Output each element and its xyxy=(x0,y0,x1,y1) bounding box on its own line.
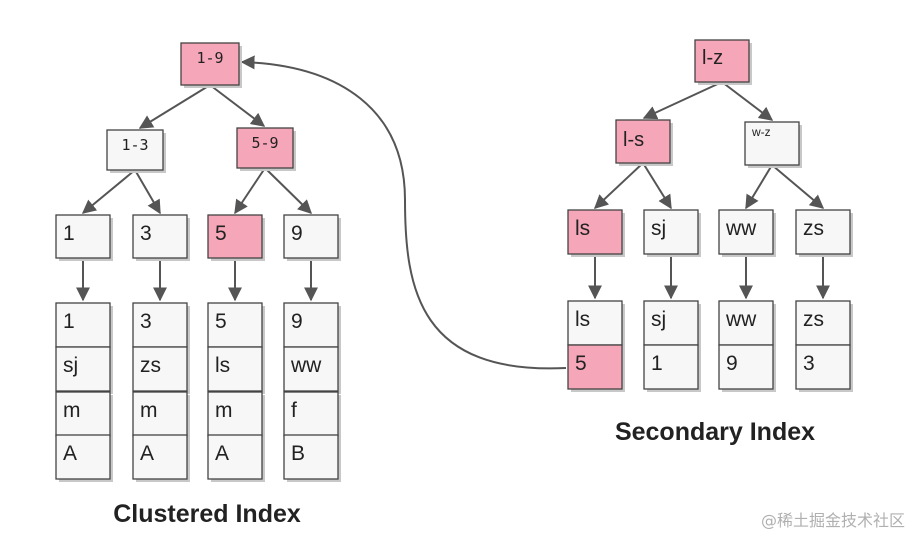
secondary-leaf-0: ls xyxy=(567,209,625,257)
secondary-record-2-cell-0: ww xyxy=(718,300,776,348)
secondary-record-2-cell-1-label: 9 xyxy=(726,352,738,375)
clustered-record-0-cell-1: sj xyxy=(55,346,113,394)
clustered-leaf-3-label: 9 xyxy=(291,222,303,245)
edge-s-mid-leaf-0 xyxy=(593,162,644,209)
secondary-record-1-cell-0: sj xyxy=(643,300,701,348)
clustered-leaf-0: 1 xyxy=(55,214,113,261)
clustered-record-1-cell-0: 3 xyxy=(132,302,190,350)
clustered-record-1-cell-3-label: A xyxy=(140,442,154,465)
secondary-mid-left-node: l-s xyxy=(615,119,673,166)
secondary-leaf-1: sj xyxy=(643,209,701,257)
edge-c-root-right xyxy=(209,84,266,127)
secondary-record-2-cell-0-label: ww xyxy=(725,308,757,331)
clustered-record-0-cell-0-label: 1 xyxy=(63,310,75,333)
clustered-record-1-cell-1: zs xyxy=(132,346,190,394)
lookup-arrow xyxy=(240,55,567,370)
secondary-mid-right-node: w-z xyxy=(744,121,802,168)
clustered-record-3-cell-1: ww xyxy=(283,346,341,394)
edges xyxy=(76,55,830,370)
clustered-record-1-cell-3: A xyxy=(132,434,190,482)
clustered-record-3-cell-1-label: ww xyxy=(290,354,322,377)
secondary-leaf-1-label: sj xyxy=(651,217,666,240)
edge-c-mid-leaf-2 xyxy=(234,167,266,215)
secondary-record-3-cell-1: 3 xyxy=(795,344,853,392)
secondary-leaf-2: ww xyxy=(718,209,776,257)
clustered-record-2-cell-2: m xyxy=(207,391,265,439)
secondary-record-1-cell-1-label: 1 xyxy=(651,352,663,375)
clustered-leaf-0-label: 1 xyxy=(63,222,75,245)
clustered-record-0-cell-3-label: A xyxy=(63,442,77,465)
secondary-leaf-3: zs xyxy=(795,209,853,257)
clustered-record-1-cell-2: m xyxy=(132,391,190,439)
secondary-record-3-cell-1-label: 3 xyxy=(803,352,815,375)
secondary-record-0-cell-1-label: 5 xyxy=(575,352,587,375)
edge-s-mid-leaf-2 xyxy=(745,164,773,210)
secondary-record-2-cell-1: 9 xyxy=(718,344,776,392)
clustered-record-0-cell-0: 1 xyxy=(55,302,113,350)
secondary-leaf-3-label: zs xyxy=(803,217,824,240)
secondary-leaf-2-label: ww xyxy=(725,217,757,240)
clustered-record-3-cell-3: B xyxy=(283,434,341,482)
clustered-record-2-cell-1-label: ls xyxy=(215,354,230,377)
clustered-record-2-cell-1: ls xyxy=(207,346,265,394)
clustered-record-1-cell-1-label: zs xyxy=(140,354,161,377)
secondary-record-0-cell-1: 5 xyxy=(567,344,625,392)
clustered-record-3-cell-3-label: B xyxy=(291,442,305,465)
clustered-record-2-cell-0-label: 5 xyxy=(215,310,227,333)
clustered-record-1-cell-2-label: m xyxy=(140,399,158,422)
secondary-root-node: l-z xyxy=(694,39,752,85)
clustered-record-3-cell-2: f xyxy=(283,391,341,439)
clustered-leaf-3: 9 xyxy=(283,214,341,261)
edge-s-mid-leaf-1 xyxy=(642,162,672,210)
clustered-leaf-1: 3 xyxy=(132,214,190,261)
clustered-record-2-cell-0: 5 xyxy=(207,302,265,350)
secondary-root-node-label: l-z xyxy=(702,47,723,69)
edge-c-mid-leaf-0 xyxy=(81,169,136,214)
secondary-record-1-cell-1: 1 xyxy=(643,344,701,392)
secondary-record-0-cell-0: ls xyxy=(567,300,625,348)
clustered-record-2-cell-3-label: A xyxy=(215,442,229,465)
clustered-root-node-label: 1-9 xyxy=(196,49,223,67)
clustered-record-0-cell-3: A xyxy=(55,434,113,482)
clustered-record-3-cell-0-label: 9 xyxy=(291,310,303,333)
edge-s-root-left xyxy=(642,81,723,120)
edge-c-mid-leaf-3 xyxy=(264,167,313,214)
edge-c-root-left xyxy=(138,84,211,129)
edge-s-mid-leaf-3 xyxy=(771,164,825,209)
clustered-record-3-cell-2-label: f xyxy=(291,399,297,422)
clustered-mid-right-node-label: 5-9 xyxy=(251,134,278,152)
clustered-leaf-2: 5 xyxy=(207,214,265,261)
clustered-record-0-cell-2-label: m xyxy=(63,399,81,422)
clustered-index-caption: Clustered Index xyxy=(113,500,301,528)
clustered-record-2-cell-3: A xyxy=(207,434,265,482)
secondary-record-3-cell-0: zs xyxy=(795,300,853,348)
secondary-record-3-cell-0-label: zs xyxy=(803,308,824,331)
secondary-record-1-cell-0-label: sj xyxy=(651,308,666,331)
clustered-record-1-cell-0-label: 3 xyxy=(140,310,152,333)
clustered-record-3-cell-0: 9 xyxy=(283,302,341,350)
clustered-leaf-2-label: 5 xyxy=(215,222,227,245)
secondary-record-0-cell-0-label: ls xyxy=(575,308,590,331)
clustered-leaf-1-label: 3 xyxy=(140,222,152,245)
clustered-record-0-cell-1-label: sj xyxy=(63,354,78,377)
secondary-mid-right-node-label: w-z xyxy=(751,125,771,139)
secondary-index-caption: Secondary Index xyxy=(615,418,815,446)
clustered-record-2-cell-2-label: m xyxy=(215,399,233,422)
clustered-record-0-cell-2: m xyxy=(55,391,113,439)
clustered-mid-left-node-label: 1-3 xyxy=(121,136,148,154)
secondary-leaf-0-label: ls xyxy=(575,217,590,240)
secondary-mid-left-node-label: l-s xyxy=(623,129,644,151)
clustered-mid-left-node: 1-3 xyxy=(106,129,166,173)
watermark: @稀土掘金技术社区 xyxy=(761,511,905,530)
clustered-root-node: 1-9 xyxy=(180,42,242,88)
edge-c-mid-leaf-1 xyxy=(134,169,161,215)
clustered-mid-right-node: 5-9 xyxy=(236,127,296,171)
edge-s-root-right xyxy=(721,81,774,121)
